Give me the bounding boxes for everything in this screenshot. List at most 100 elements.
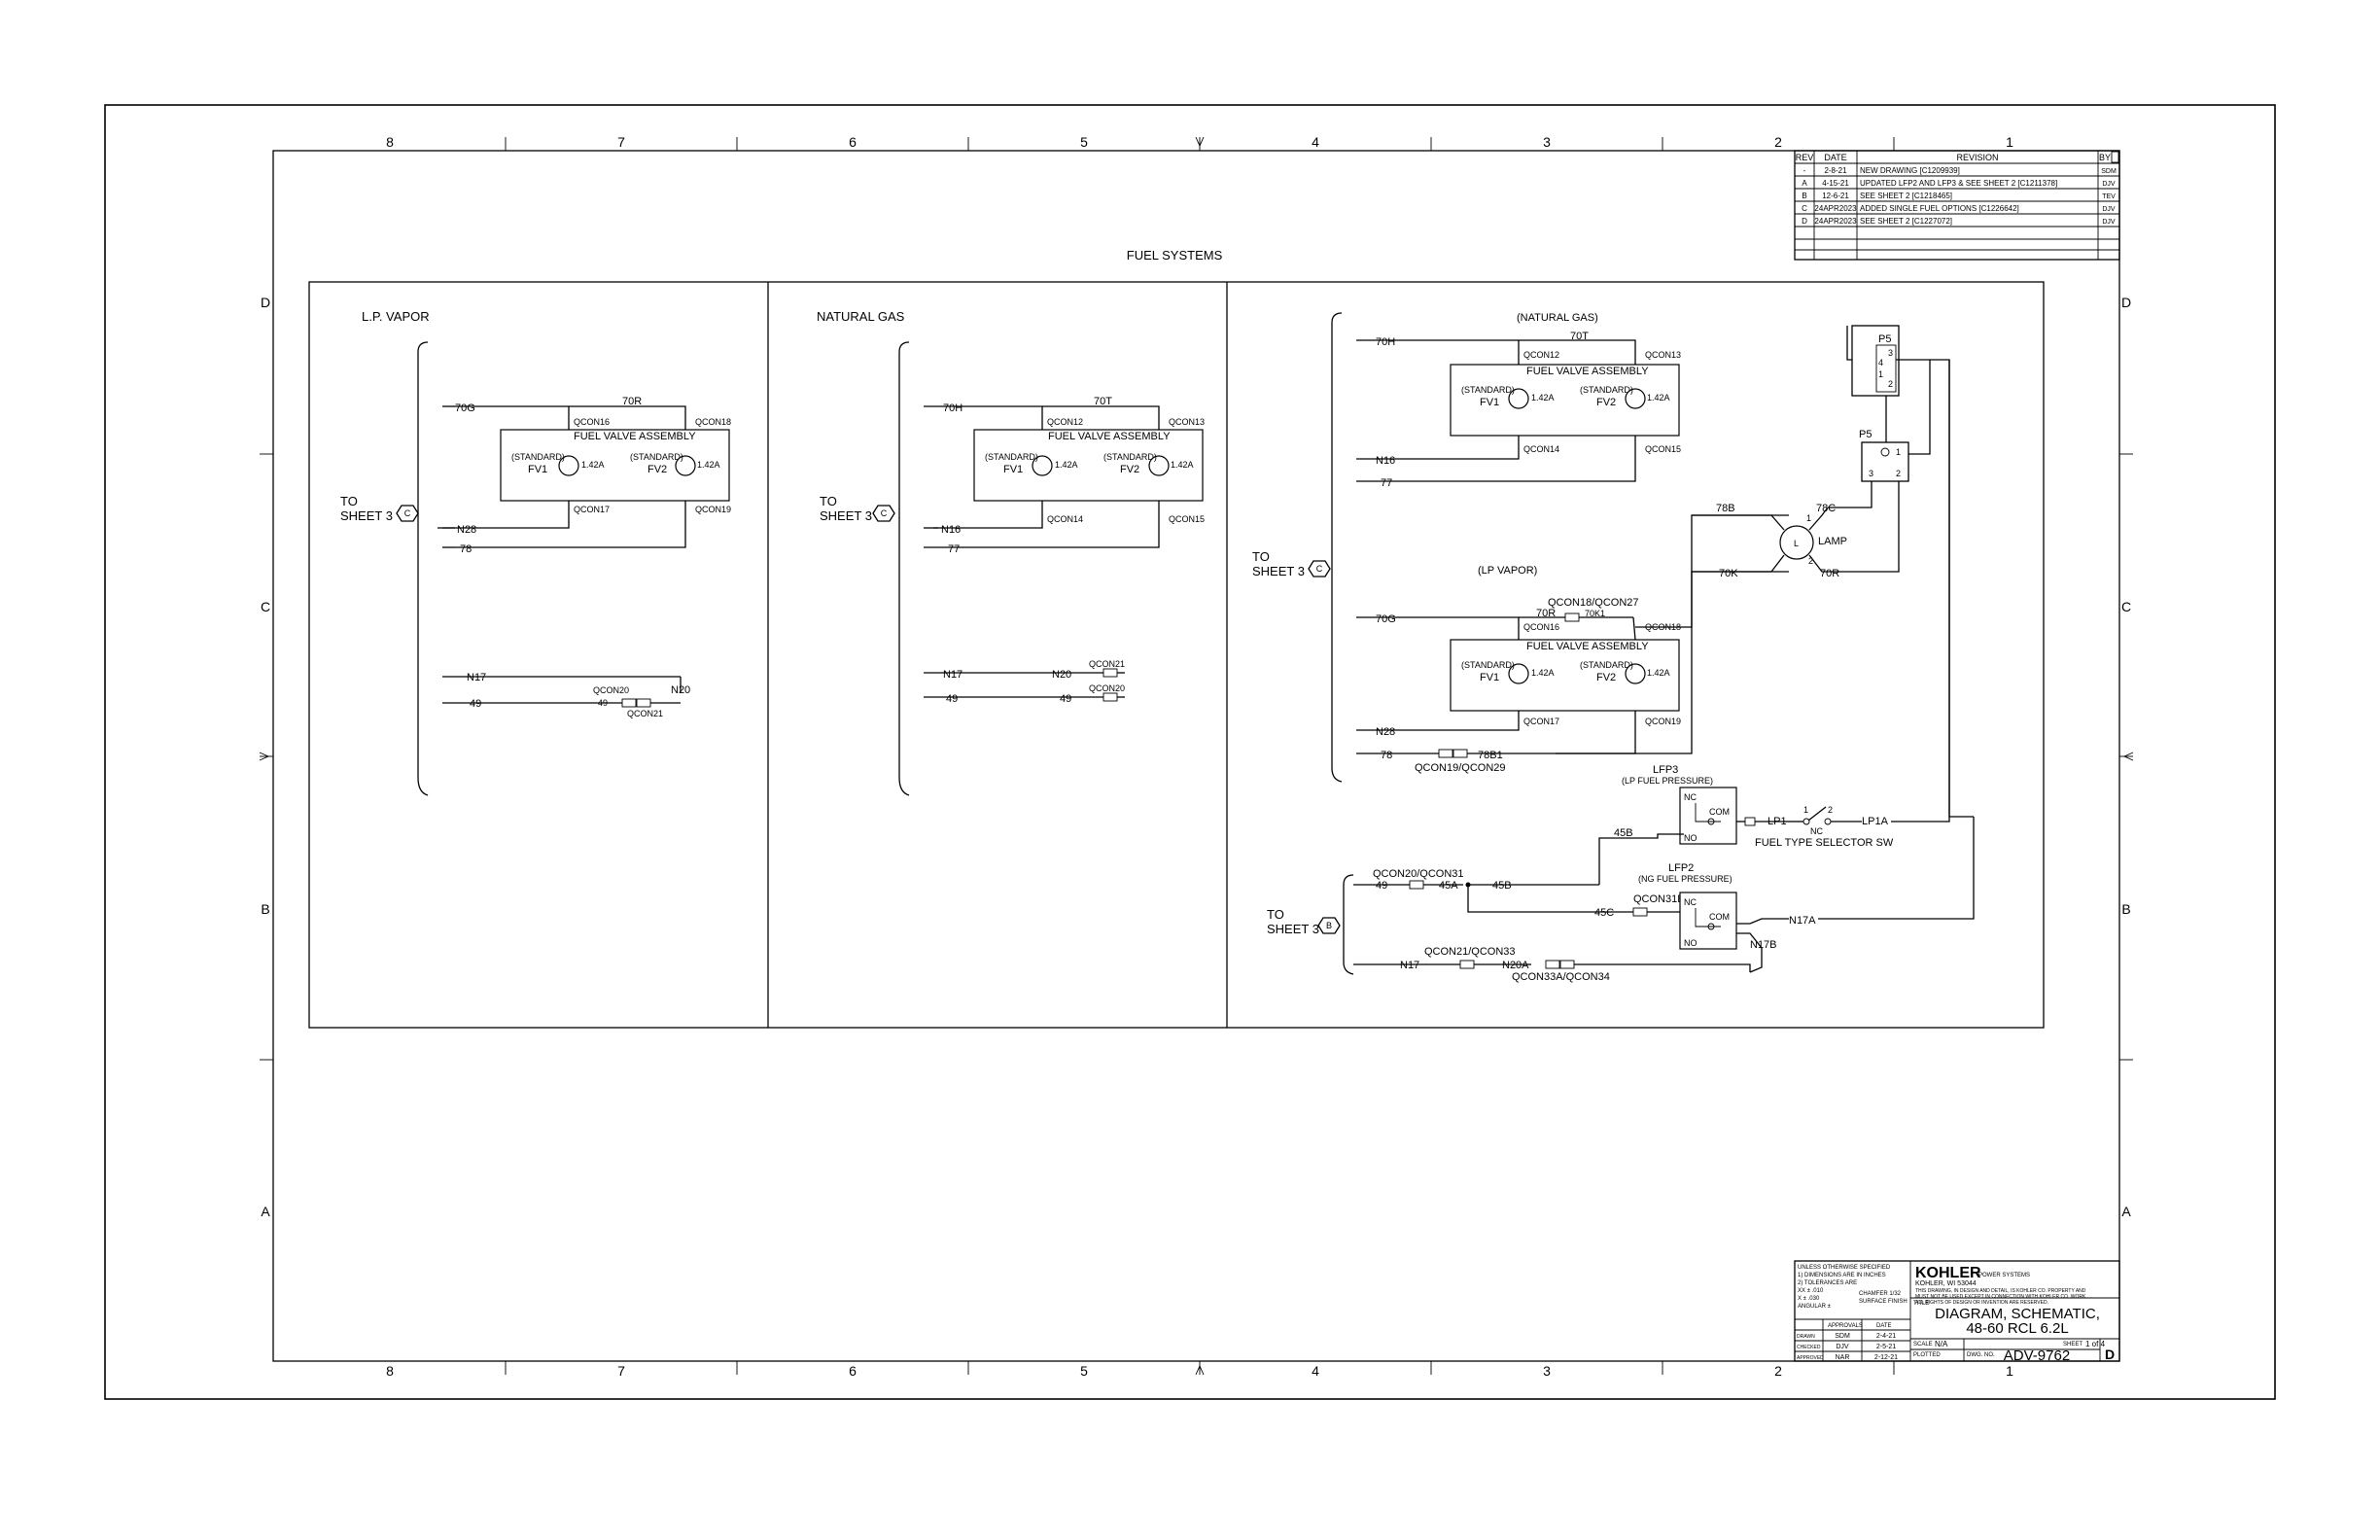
rev-row-2-by: TEV	[2102, 193, 2116, 200]
grid-col-top-6: 6	[849, 134, 857, 150]
dual-ng-fv1-label: FV1	[1480, 397, 1499, 408]
tb-appr-by-0: SDM	[1835, 1333, 1850, 1340]
rev-row-0-rev: -	[1803, 166, 1806, 175]
dual-lp-std2: (STANDARD)	[1580, 660, 1633, 670]
ng-wire-77: 77	[948, 543, 960, 555]
wire-78c: 78C	[1816, 503, 1836, 514]
tb-disclaimer-0: THIS DRAWING, IN DESIGN AND DETAIL, IS K…	[1915, 1288, 2086, 1294]
rev-row-0-desc: NEW DRAWING [C1209939]	[1860, 166, 1960, 175]
grid-row-right-C: C	[2121, 599, 2131, 614]
dual-ng-std1: (STANDARD)	[1461, 385, 1515, 395]
lfp2-com: COM	[1709, 912, 1730, 922]
dual-ng-70t: 70T	[1570, 331, 1589, 342]
tb-appr-by-1: DJV	[1836, 1344, 1849, 1350]
grid-col-top-8: 8	[386, 134, 394, 150]
rev-row-2-desc: SEE SHEET 2 [C1218465]	[1860, 192, 1952, 200]
dual-ng-n16: N16	[1376, 455, 1395, 467]
grid-col-bottom-4: 4	[1312, 1363, 1319, 1379]
dual-lp-amp2: 1.42A	[1647, 668, 1670, 678]
wire-45b: 45B	[1492, 880, 1512, 892]
dual-lp-std1: (STANDARD)	[1461, 660, 1515, 670]
rev-row-1-by: DJV	[2102, 181, 2116, 188]
ng-wire-n17: N17	[943, 669, 962, 681]
dual-lp-78: 78	[1381, 750, 1392, 761]
ng-wire-n16: N16	[941, 524, 961, 536]
ng-fv1-solenoid	[1032, 455, 1053, 476]
grid-row-left-D: D	[261, 295, 270, 310]
lp-qcon16: QCON16	[574, 417, 610, 427]
p5-mid-pin-2: 2	[1896, 469, 1901, 478]
ng-to-label: TO	[820, 494, 837, 508]
dual-lp-qcon19: QCON19	[1645, 717, 1681, 726]
ng-fv2-solenoid	[1148, 455, 1170, 476]
p5-top-pin-2: 2	[1888, 379, 1893, 389]
qcon21-33: QCON21/QCON33	[1424, 946, 1516, 958]
ng-badge-letter: C	[881, 508, 888, 518]
wire-49: 49	[1376, 880, 1387, 892]
dual-lp-qcon17: QCON17	[1523, 717, 1559, 726]
lfp3-sub: (LP FUEL PRESSURE)	[1622, 776, 1713, 786]
tb-disclaimer: THIS DRAWING, IN DESIGN AND DETAIL, IS K…	[1915, 1288, 2087, 1306]
lp-qcon19: QCON19	[695, 505, 731, 514]
dual-bracket-c	[1331, 312, 1343, 783]
ng-wire-49: 49	[946, 693, 958, 705]
ng-wire-70t: 70T	[1094, 396, 1112, 407]
dual-lp-70g: 70G	[1376, 613, 1396, 625]
dual-lp-fv2	[1625, 663, 1646, 684]
grid-col-bottom-6: 6	[849, 1363, 857, 1379]
panel-lp-vapor: L.P. VAPOR TO SHEET 3 C FUEL VALVE ASSEM…	[340, 309, 731, 796]
lp-heading: L.P. VAPOR	[362, 309, 430, 324]
dual-lp-fv1	[1508, 663, 1529, 684]
p5-top-label: P5	[1878, 333, 1891, 345]
lp-bracket	[417, 341, 429, 796]
dual-ng-label: (NATURAL GAS)	[1517, 312, 1598, 324]
ng-std1: (STANDARD)	[985, 452, 1038, 462]
qcon31b: QCON31B	[1633, 893, 1685, 905]
wire-70k: 70K	[1719, 568, 1738, 579]
dual-lp-70r: 70R	[1536, 608, 1556, 619]
dual-lp-qcon16: QCON16	[1523, 622, 1559, 632]
lp-wire-78: 78	[460, 543, 472, 555]
dual-badge-b	[1317, 917, 1341, 934]
wire-70r: 70R	[1820, 568, 1839, 579]
tb-company-sub: POWER SYSTEMS	[1978, 1273, 2030, 1278]
qcon33a-34: QCON33A/QCON34	[1512, 971, 1610, 983]
p5-mid-pin-1: 1	[1896, 447, 1901, 457]
lfp2-sub: (NG FUEL PRESSURE)	[1638, 874, 1732, 884]
tb-rev: D	[2105, 1347, 2115, 1362]
ng-std2: (STANDARD)	[1103, 452, 1157, 462]
lfp3-switch	[1679, 787, 1737, 845]
wire-n17a: N17A	[1789, 915, 1816, 927]
lp-std2: (STANDARD)	[630, 452, 683, 462]
lp-fv2: FV2	[648, 464, 667, 475]
grid-col-top-5: 5	[1080, 134, 1088, 150]
panel-natural-gas: NATURAL GAS TO SHEET 3 C FUEL VALVE ASSE…	[817, 309, 1205, 796]
lp-qcon20: QCON20	[593, 685, 629, 695]
panels-outline	[308, 281, 2045, 1029]
rev-row-0-by: SDM	[2101, 168, 2117, 175]
panel-dual-fuel: TO SHEET 3 C (NATURAL GAS) FUEL VALVE AS…	[1252, 312, 1975, 983]
dual-lp-78b1: 78B1	[1478, 750, 1503, 761]
tb-appr-date-0: 2-4-21	[1876, 1333, 1896, 1340]
tb-company: KOHLER	[1915, 1265, 1981, 1281]
dual-ng-qcon15: QCON15	[1645, 444, 1681, 454]
lp-amp1: 1.42A	[581, 460, 605, 470]
ng-assembly-label: FUEL VALVE ASSEMBLY	[1048, 431, 1171, 442]
grid-col-top-1: 1	[2006, 134, 2013, 150]
lp-wire-n20: N20	[671, 684, 690, 696]
lp-wire-n28: N28	[457, 524, 476, 536]
ng-wire-70h: 70H	[943, 402, 962, 414]
rev-row-3-by: DJV	[2102, 206, 2116, 213]
lfp2-label: LFP2	[1668, 862, 1694, 874]
lp-fv1: FV1	[528, 464, 547, 475]
ng-amp1: 1.42A	[1055, 460, 1078, 470]
wire-78b: 78B	[1716, 503, 1735, 514]
wire-45c: 45C	[1594, 907, 1614, 919]
tb-note-1: 1) DIMENSIONS ARE IN INCHES	[1798, 1273, 1886, 1278]
selector-label: FUEL TYPE SELECTOR SW	[1755, 837, 1894, 849]
grid-col-bottom-1: 1	[2006, 1363, 2013, 1379]
